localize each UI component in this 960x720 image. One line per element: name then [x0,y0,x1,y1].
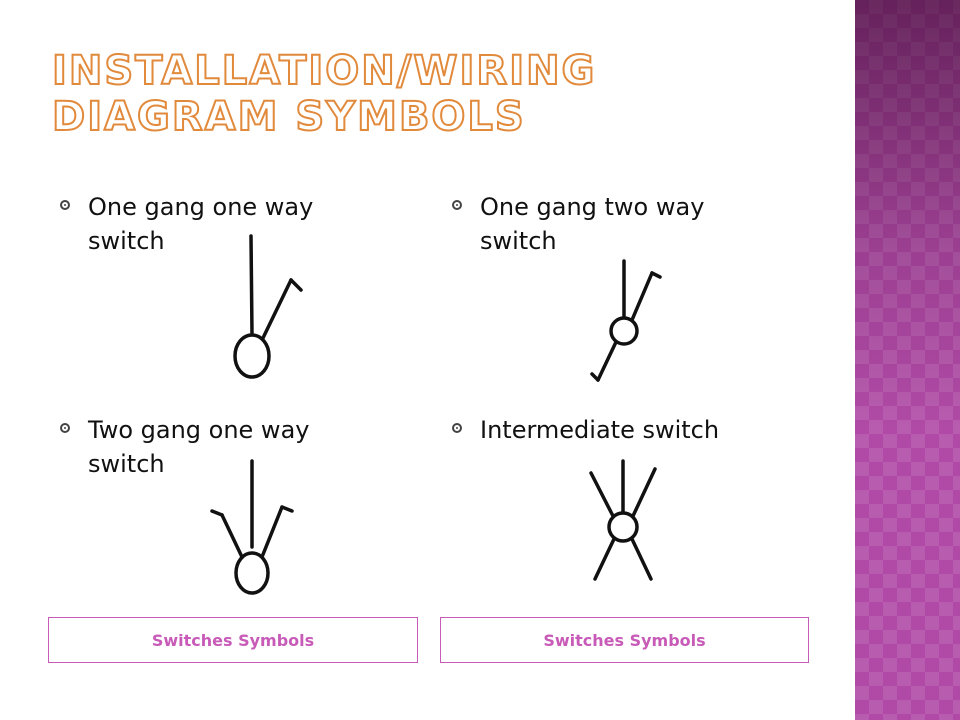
bullet-two-gang-one-way: Two gang one way switch [60,413,380,481]
bullet-intermediate: Intermediate switch [452,413,782,447]
bullet-marker-icon [60,423,70,433]
bullet-text: Intermediate switch [480,416,720,444]
one-gang-two-way-switch-symbol-icon [580,255,680,390]
decorative-side-panel [855,0,960,720]
caption-switches-symbols-left: Switches Symbols [48,617,418,663]
bullet-one-gang-two-way: One gang two way switch [452,190,782,258]
caption-switches-symbols-right: Switches Symbols [440,617,809,663]
bullet-text: One gang one way switch [88,193,314,255]
one-gang-one-way-switch-symbol-icon [215,230,315,385]
intermediate-switch-symbol-icon [575,455,675,590]
bullet-marker-icon [60,200,70,210]
bullet-marker-icon [452,200,462,210]
bullet-one-gang-one-way: One gang one way switch [60,190,380,258]
bullet-text: One gang two way switch [480,193,705,255]
bullet-text: Two gang one way switch [88,416,310,478]
two-gang-one-way-switch-symbol-icon [200,455,310,605]
slide-title: Installation/Wiring Diagram Symbols [51,47,597,141]
bullet-marker-icon [452,423,462,433]
